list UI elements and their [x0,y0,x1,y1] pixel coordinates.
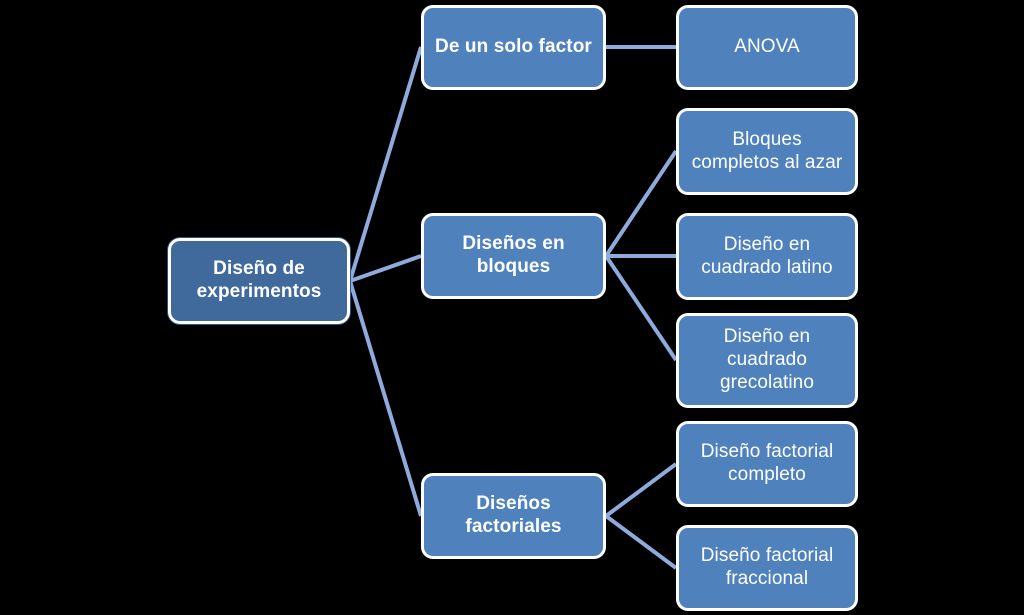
node-disenos-en-bloques-label: Diseños en bloques [462,233,565,277]
node-anova[interactable]: ANOVA [676,5,858,90]
node-bloques-completos-al-azar[interactable]: Bloques completos al azar [676,108,858,195]
node-root[interactable]: Diseño de experimentos [168,238,350,324]
node-factorial-completo-label: Diseño factorial completo [700,441,834,485]
edge-factoriales-to-factorial-completo [604,462,678,518]
node-root-label: Diseño de experimentos [196,258,322,302]
node-cuadrado-latino[interactable]: Diseño en cuadrado latino [676,213,858,300]
edge-root-to-disenos-bloques [349,254,422,283]
node-un-solo-factor[interactable]: De un solo factor [421,5,606,90]
node-factorial-fraccional-label: Diseño factorial fraccional [700,545,834,589]
node-un-solo-factor-label: De un solo factor [435,36,592,58]
node-disenos-factoriales-label: Diseños factoriales [465,493,562,537]
node-anova-label: ANOVA [734,36,800,58]
edge-bloques-to-cuadrado-grecolatino [604,254,678,362]
node-disenos-en-bloques[interactable]: Diseños en bloques [421,213,606,299]
edge-bloques-to-bloques-completos [604,149,678,258]
edge-factoriales-to-factorial-fraccional [604,514,678,570]
node-factorial-fraccional[interactable]: Diseño factorial fraccional [676,525,858,611]
node-cuadrado-grecolatino[interactable]: Diseño en cuadrado grecolatino [676,313,858,408]
node-factorial-completo[interactable]: Diseño factorial completo [676,421,858,507]
edge-root-to-un-solo-factor [348,46,423,282]
edge-root-to-disenos-factoriales [348,280,423,517]
node-disenos-factoriales[interactable]: Diseños factoriales [421,473,606,559]
node-bloques-completos-al-azar-label: Bloques completos al azar [691,128,843,173]
node-cuadrado-latino-label: Diseño en cuadrado latino [701,233,833,278]
node-cuadrado-grecolatino-label: Diseño en cuadrado grecolatino [719,326,815,393]
